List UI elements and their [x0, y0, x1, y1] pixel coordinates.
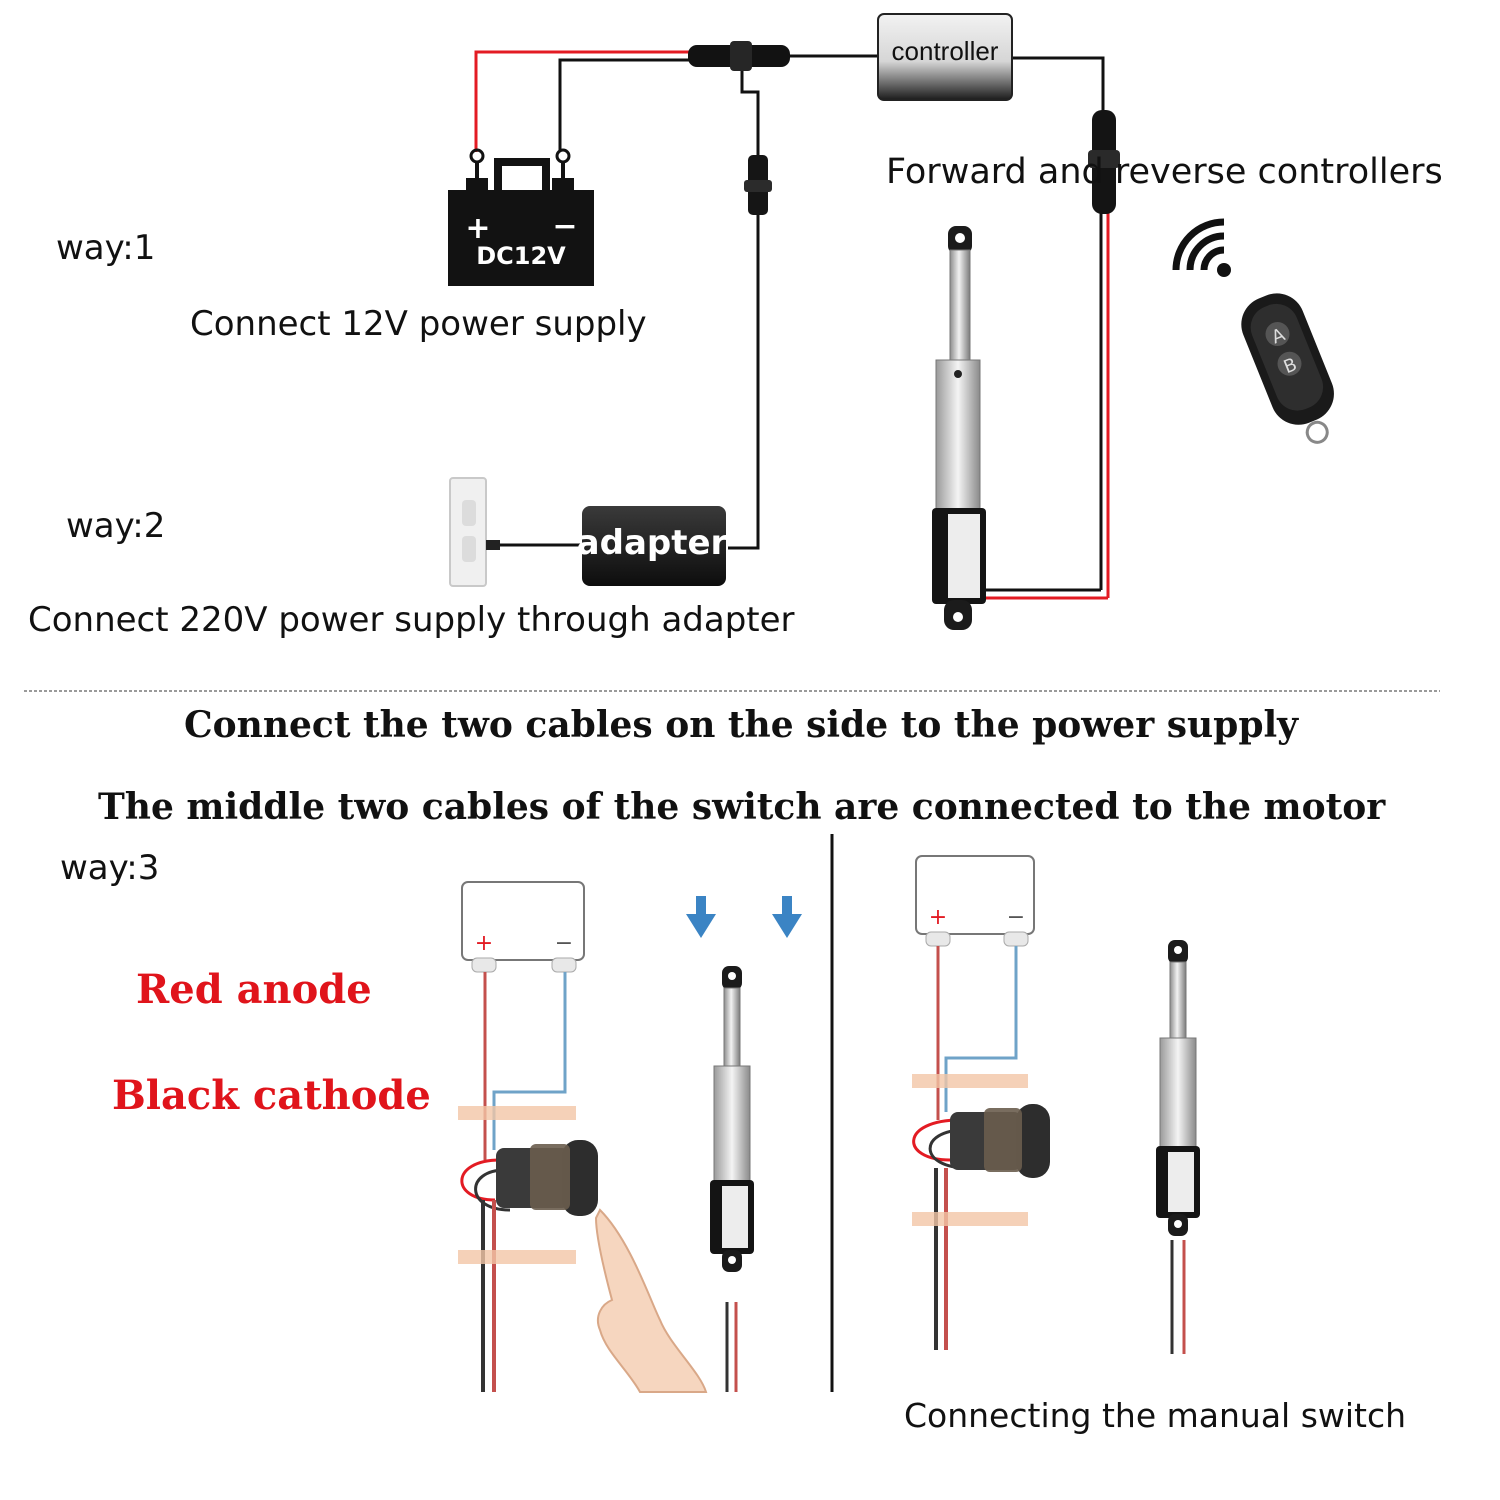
left-panel-mount-boards — [458, 1106, 576, 1264]
instruction-middle-cables: The middle two cables of the switch are … — [98, 786, 1386, 828]
connect-12v-label: Connect 12V power supply — [190, 304, 647, 344]
left-panel-wires — [460, 972, 567, 1392]
way3-label: way:3 — [60, 848, 160, 888]
wifi-signal-icon — [1172, 218, 1231, 277]
fr-controllers-label: Forward and reverse controllers — [886, 152, 1443, 192]
battery-minus: − — [552, 209, 577, 244]
controller-label: controller — [892, 36, 999, 66]
adapter-box: adapter — [577, 506, 728, 586]
right-panel-mount-boards — [912, 1074, 1028, 1226]
way2-label: way:2 — [66, 506, 166, 546]
left-rocker-switch — [496, 1140, 598, 1216]
left-power-supply: + − — [461, 881, 585, 973]
left-supply-plus: + — [475, 931, 493, 956]
linear-actuator-left — [710, 966, 754, 1392]
wire-connector-to-adapter — [728, 66, 760, 550]
wall-outlet-icon — [449, 477, 500, 587]
battery-label: DC12V — [476, 242, 566, 270]
black-wire-battery-to-connector — [558, 58, 690, 150]
adapter-label: adapter — [577, 523, 728, 563]
linear-actuator-right — [1156, 940, 1200, 1354]
black-cathode-label: Black cathode — [112, 1072, 431, 1119]
right-power-supply: + − — [915, 855, 1035, 947]
pointing-hand-icon — [594, 1208, 708, 1393]
down-arrows — [686, 896, 802, 938]
battery-icon: + − DC12V — [448, 148, 594, 286]
right-supply-minus: − — [1007, 905, 1025, 930]
left-supply-minus: − — [555, 931, 573, 956]
red-wire-battery-to-connector — [474, 50, 690, 152]
inline-connector — [688, 41, 790, 71]
connect-220v-label: Connect 220V power supply through adapte… — [28, 600, 795, 640]
remote-control-icon: A B — [1241, 293, 1334, 444]
cable-connector-right — [1088, 110, 1120, 214]
way1-label: way:1 — [56, 228, 156, 268]
top-wires — [474, 50, 1110, 600]
battery-plus: + — [465, 211, 490, 246]
right-supply-plus: + — [929, 905, 947, 930]
connecting-manual-switch-label: Connecting the manual switch — [904, 1396, 1407, 1435]
wire-controller-to-actuator-cable — [1012, 56, 1105, 118]
red-anode-label: Red anode — [136, 966, 372, 1013]
linear-actuator-top — [932, 226, 986, 630]
dc-plug — [744, 155, 772, 215]
controller-box: controller — [877, 13, 1013, 101]
instruction-side-cables: Connect the two cables on the side to th… — [184, 704, 1299, 746]
right-rocker-switch — [950, 1104, 1050, 1178]
